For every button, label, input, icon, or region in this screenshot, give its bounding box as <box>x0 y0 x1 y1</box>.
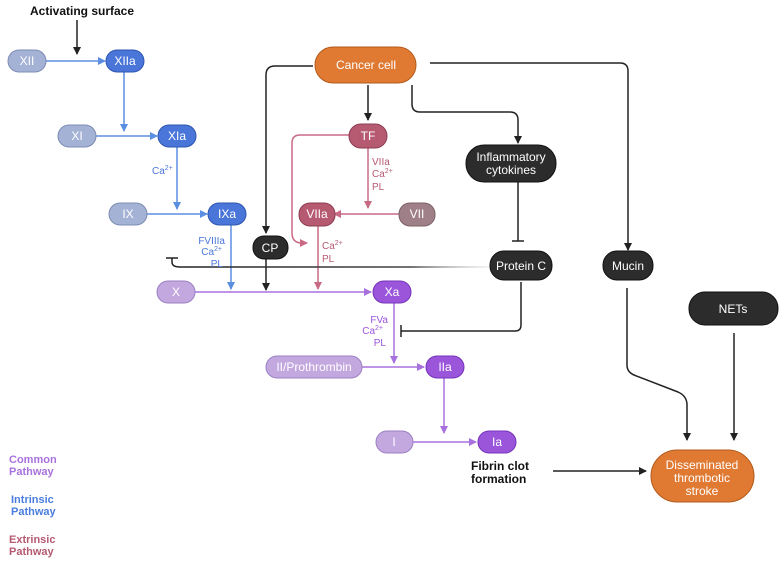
cofactor-ixa-pl: PL <box>211 259 224 270</box>
svg-text:XIa: XIa <box>168 129 186 143</box>
svg-text:Mucin: Mucin <box>612 259 644 273</box>
node-ii-prothrombin: II/Prothrombin <box>265 355 363 379</box>
node-nets: NETs <box>688 291 779 326</box>
svg-text:VIIa: VIIa <box>306 207 328 221</box>
legend-common-2: Pathway <box>9 466 55 478</box>
svg-text:CP: CP <box>262 241 279 255</box>
cofactor-xa-pl: PL <box>374 338 387 349</box>
node-cancer-cell: Cancer cell <box>314 46 417 84</box>
activating-surface-title: Activating surface <box>30 4 134 18</box>
svg-text:XII: XII <box>20 54 35 68</box>
intrinsic-arrows <box>46 57 235 290</box>
svg-text:IX: IX <box>122 207 133 221</box>
node-xi: XI <box>57 124 97 148</box>
node-vii: VII <box>398 202 436 227</box>
cofactor-fviiia: FVIIIa <box>198 236 225 247</box>
svg-text:thrombotic: thrombotic <box>674 471 730 485</box>
cofactor-fva: FVa <box>370 315 388 326</box>
svg-text:I: I <box>392 435 395 449</box>
svg-text:II/Prothrombin: II/Prothrombin <box>276 360 351 374</box>
cofactor-tf: VIIa Ca2+ PL <box>372 157 393 193</box>
svg-text:VII: VII <box>410 207 425 221</box>
legend: Common Pathway Intrinsic Pathway Extrins… <box>9 454 57 558</box>
cofactor-ixa: FVIIIa Ca2+ PL <box>198 236 225 270</box>
node-disseminated-thrombotic-stroke: Disseminated thrombotic stroke <box>650 449 755 503</box>
node-tf: TF <box>348 123 388 149</box>
node-cp: CP <box>252 235 289 260</box>
cofactor-tf-ca: Ca2+ <box>372 168 393 180</box>
arrow-cancer-mucin <box>430 62 632 251</box>
svg-text:XIIa: XIIa <box>114 54 136 68</box>
svg-text:X: X <box>172 285 180 299</box>
arrow-cancer-inflam <box>411 85 522 144</box>
node-inflammatory-cytokines: Inflammatory cytokines <box>465 144 557 183</box>
node-protein-c: Protein C <box>489 250 553 281</box>
node-mucin: Mucin <box>602 250 654 281</box>
svg-text:TF: TF <box>361 129 376 143</box>
legend-common-1: Common <box>9 454 57 466</box>
svg-text:Ia: Ia <box>492 435 502 449</box>
cofactor-tf-pl: PL <box>372 182 385 193</box>
cofactor-viia-label: VIIa <box>372 157 390 168</box>
node-xiia: XIIa <box>105 49 145 73</box>
node-xa: Xa <box>372 280 412 304</box>
cofactor-xia: Ca2+ <box>152 165 173 177</box>
node-ixa: IXa <box>207 202 247 226</box>
cofactor-ixa-ca: Ca2+ <box>201 246 222 258</box>
inhibit-proteinc-left <box>171 258 490 268</box>
svg-text:Disseminated: Disseminated <box>666 458 739 472</box>
node-i: I <box>375 430 414 454</box>
arrow-mucin-stroke <box>626 288 691 441</box>
extrinsic-arrows <box>291 134 399 290</box>
svg-text:IXa: IXa <box>218 207 236 221</box>
cofactor-viia: Ca2+ PL <box>322 240 343 265</box>
svg-text:Inflammatory: Inflammatory <box>476 150 545 164</box>
node-ia: Ia <box>477 430 517 454</box>
black-arrows <box>262 62 738 475</box>
svg-text:Protein C: Protein C <box>496 259 546 273</box>
cofactor-viia-pl: PL <box>322 254 335 265</box>
svg-text:XI: XI <box>71 129 82 143</box>
common-arrows <box>195 288 477 446</box>
arrow-cancer-cp <box>262 65 313 234</box>
legend-intrinsic-1: Intrinsic <box>11 494 54 506</box>
node-xii: XII <box>7 49 47 73</box>
svg-text:stroke: stroke <box>686 484 719 498</box>
svg-text:NETs: NETs <box>719 302 748 316</box>
svg-text:IIa: IIa <box>438 360 452 374</box>
legend-extrinsic-1: Extrinsic <box>9 534 55 546</box>
legend-intrinsic-2: Pathway <box>11 506 57 518</box>
svg-text:Cancer cell: Cancer cell <box>336 58 396 72</box>
node-xia: XIa <box>157 124 197 148</box>
legend-extrinsic-2: Pathway <box>9 546 55 558</box>
node-iia: IIa <box>425 355 465 379</box>
fibrin-clot-label-1: Fibrin clot <box>471 459 529 473</box>
arrow-tf-loop <box>291 134 351 247</box>
cofactor-xa-ca: Ca2+ <box>362 325 383 337</box>
cofactor-viia-ca: Ca2+ <box>322 240 343 252</box>
svg-text:cytokines: cytokines <box>486 163 536 177</box>
node-ix: IX <box>108 202 148 226</box>
inhibit-proteinc-xa <box>401 282 522 332</box>
svg-text:Xa: Xa <box>385 285 400 299</box>
cofactor-xa: FVa Ca2+ PL <box>362 315 388 349</box>
node-viia: VIIa <box>298 202 336 227</box>
fibrin-clot-label-2: formation <box>471 472 526 486</box>
node-x: X <box>156 280 196 304</box>
